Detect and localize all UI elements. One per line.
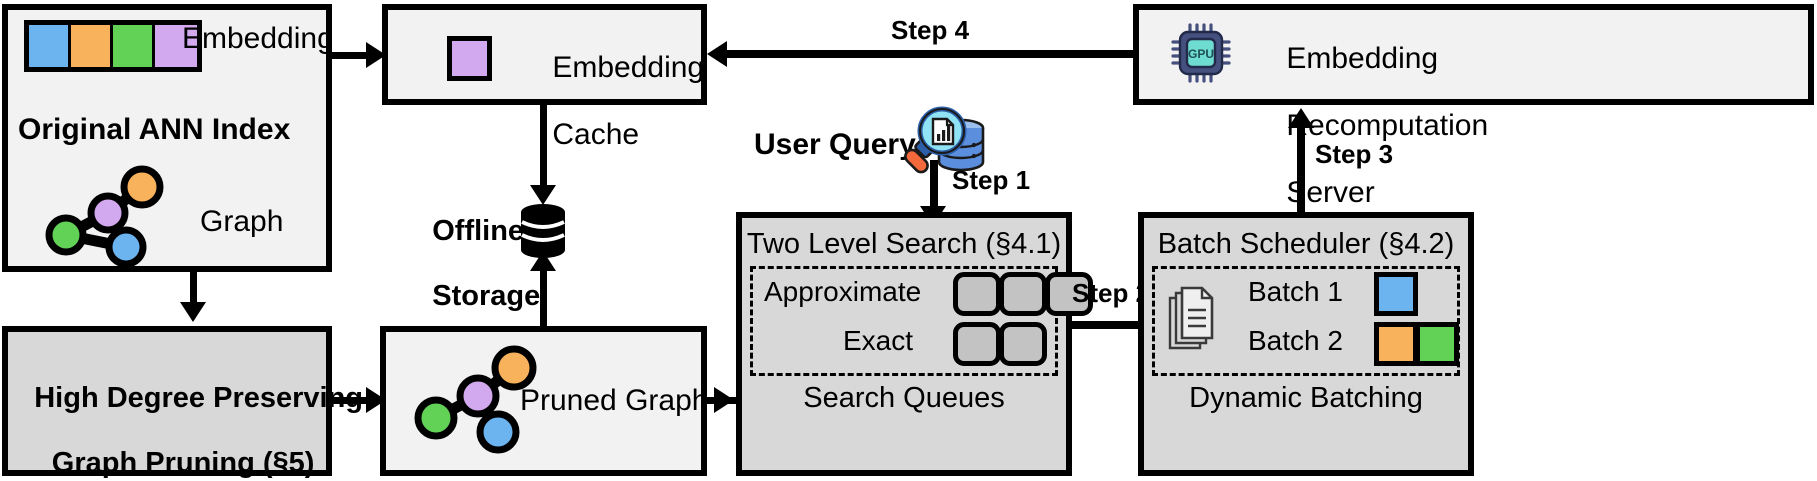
- batch-scheduler-title: Batch Scheduler (§4.2): [1157, 228, 1455, 260]
- gpu-chip-icon: GPU: [1170, 22, 1232, 84]
- queue-slot: [1045, 272, 1093, 316]
- graph-pruning-line2: Graph Pruning (§5): [51, 447, 315, 480]
- graph-node-orange: [120, 165, 164, 209]
- recomputation-server-line2: Recomputation: [1286, 108, 1489, 142]
- graph-node-green: [45, 214, 87, 256]
- search-queues-footer: Search Queues: [803, 382, 1005, 414]
- dynamic-batching-footer: Dynamic Batching: [1189, 382, 1423, 414]
- step-4-label: Step 4: [891, 15, 970, 45]
- embedding-cache-line2: Cache: [552, 117, 640, 151]
- arrow-step4-line: [726, 50, 1134, 58]
- offline-storage-label: Offline Storage: [400, 183, 540, 345]
- pruned-graph-label: Pruned Graph: [520, 384, 709, 417]
- approximate-slot-row: [953, 272, 1093, 316]
- embedding-cache-swatch: [447, 36, 492, 81]
- pruned-node-purple: [456, 374, 500, 418]
- pruned-node-blue: [476, 410, 520, 454]
- embedding-cache-box: [382, 4, 707, 105]
- arrow-step1-line: [930, 160, 938, 212]
- user-query-label: User Query: [754, 128, 916, 161]
- embedding-cache-line1: Embedding: [552, 50, 705, 84]
- arrow-index-to-pruning-line: [190, 272, 197, 304]
- search-queues-dashed-container: [750, 266, 1058, 376]
- batch-2-swatch-1: [1415, 322, 1459, 366]
- embedding-cell-2: [113, 25, 155, 67]
- step-1-label: Step 1: [952, 165, 1031, 195]
- embedding-label: Embedding: [182, 22, 334, 55]
- svg-text:GPU: GPU: [1188, 47, 1214, 61]
- original-graph-figure: [38, 165, 188, 268]
- arrow-pruned-to-storage-head: [530, 251, 556, 271]
- graph-pruning-title: High Degree Preserving Graph Pruning (§5…: [2, 350, 363, 481]
- exact-slot-row: [953, 322, 1047, 366]
- arrow-cache-to-storage-line: [540, 105, 547, 187]
- queue-slot: [953, 272, 1001, 316]
- step-3-label: Step 3: [1315, 139, 1394, 169]
- embedding-cache-title: Embedding Cache: [519, 17, 704, 185]
- batch-2-label: Batch 2: [1248, 325, 1343, 356]
- queue-slot: [999, 322, 1047, 366]
- embedding-cell-1: [71, 25, 113, 67]
- graph-pruning-box: [2, 326, 332, 476]
- arrow-step2-line: [1072, 321, 1150, 329]
- arrow-step3-head: [1288, 108, 1314, 128]
- queue-slot: [953, 322, 1001, 366]
- exact-label: Exact: [843, 325, 914, 356]
- query-search-database-icon: [902, 104, 990, 180]
- arrow-cache-to-storage-head: [530, 185, 556, 205]
- pruned-node-green: [414, 396, 458, 440]
- arrow-step4-head: [707, 41, 727, 67]
- graph-label: Graph: [200, 205, 284, 238]
- offline-storage-line1: Offline: [432, 215, 525, 248]
- batch-1-label: Batch 1: [1248, 276, 1343, 307]
- graph-node-purple: [87, 192, 129, 234]
- arrow-pruned-to-search-head: [714, 387, 734, 413]
- two-level-search-title: Two Level Search (§4.1): [746, 228, 1062, 260]
- recomputation-server-box: [1133, 4, 1814, 105]
- documents-stack-icon: [1166, 286, 1220, 352]
- embedding-swatch-row: [24, 20, 202, 72]
- dynamic-batching-dashed-container: [1152, 266, 1460, 376]
- embedding-cell-0: [29, 25, 71, 67]
- embedding-cell-3: [155, 25, 197, 67]
- arrow-index-to-pruning-head: [180, 302, 206, 322]
- recomputation-server-line1: Embedding: [1286, 41, 1439, 75]
- batch-2-swatch-0: [1374, 322, 1418, 366]
- arrow-index-to-cache-line: [332, 52, 370, 59]
- approximate-label: Approximate: [764, 276, 922, 307]
- recomputation-server-line3: Server: [1286, 175, 1375, 209]
- pruned-graph-figure: [406, 340, 556, 455]
- arrow-pruned-to-storage-line: [540, 270, 547, 328]
- pruned-node-orange: [491, 345, 537, 391]
- offline-storage-line2: Storage: [432, 280, 541, 313]
- database-icon: [519, 203, 567, 259]
- graph-node-blue: [105, 226, 147, 268]
- graph-pruning-line1: High Degree Preserving: [34, 382, 364, 415]
- arrow-index-to-cache-head: [366, 42, 386, 68]
- arrow-pruning-to-pruned-line: [332, 397, 370, 404]
- batch-1-swatch-0: [1374, 272, 1418, 316]
- arrow-step3-line: [1297, 127, 1305, 212]
- recomputation-server-title: Embedding Recomputation Server: [1253, 8, 1488, 243]
- original-ann-index-title: Original ANN Index: [18, 113, 291, 146]
- queue-slot: [999, 272, 1047, 316]
